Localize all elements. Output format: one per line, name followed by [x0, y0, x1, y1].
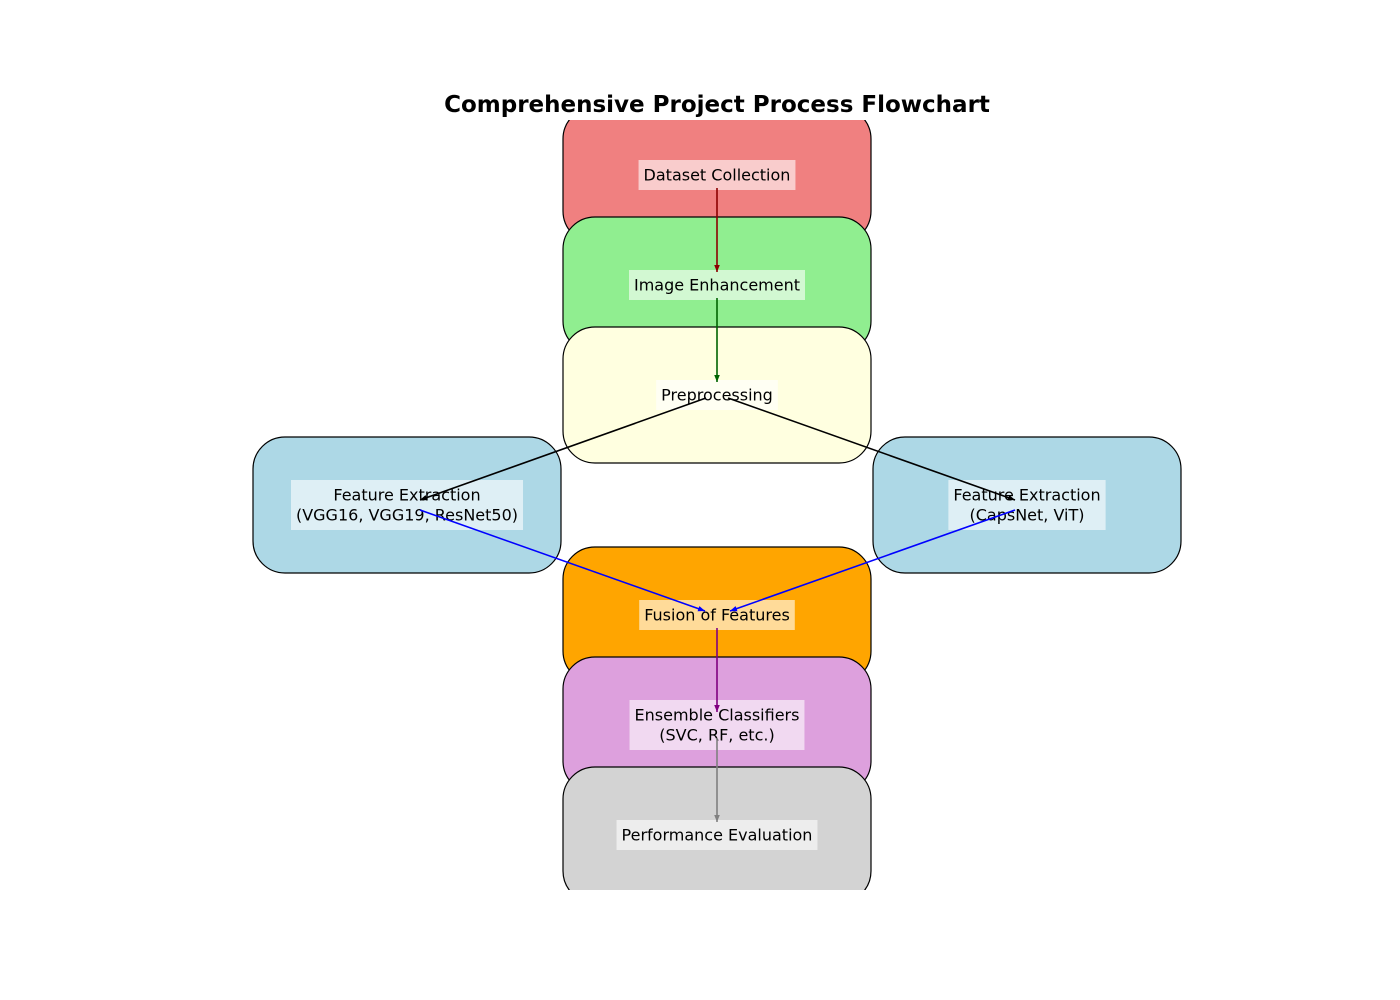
node-label-line: Fusion of Features: [644, 606, 790, 625]
node-label-enhance: Image Enhancement: [628, 270, 806, 300]
edge-feat-right-to-fusion: [729, 509, 1016, 612]
node-label-evaluation: Performance Evaluation: [616, 820, 818, 850]
node-label-preprocess: Preprocessing: [656, 380, 778, 410]
node-label-feat-right: Feature Extraction(CapsNet, ViT): [948, 480, 1106, 530]
label-background: [639, 600, 795, 630]
node-label-line: Feature Extraction: [953, 486, 1100, 505]
node-label-line: (CapsNet, ViT): [969, 506, 1084, 525]
node-label-line: (SVC, RF, etc.): [659, 726, 774, 745]
node-label-fusion: Fusion of Features: [639, 600, 795, 630]
node-label-line: Feature Extraction: [333, 486, 480, 505]
edge-feat-left-to-fusion: [419, 509, 706, 612]
label-background: [638, 160, 796, 190]
node-label-line: (VGG16, VGG19, ResNet50): [296, 506, 518, 525]
diagram-title: Comprehensive Project Process Flowchart: [444, 92, 990, 118]
label-background: [656, 380, 778, 410]
node-label-line: Performance Evaluation: [622, 826, 813, 845]
edges: [419, 188, 1016, 822]
label-background: [616, 820, 818, 850]
edge-preprocess-to-feat-right: [727, 397, 1016, 501]
node-label-line: Image Enhancement: [634, 276, 800, 295]
node-label-dataset: Dataset Collection: [638, 160, 796, 190]
node-label-line: Ensemble Classifiers: [635, 706, 800, 725]
node-label-line: Dataset Collection: [644, 166, 791, 185]
node-label-feat-left: Feature Extraction(VGG16, VGG19, ResNet5…: [290, 480, 524, 530]
label-background: [628, 270, 806, 300]
label-background: [948, 480, 1106, 530]
label-background: [290, 480, 524, 530]
edge-preprocess-to-feat-left: [419, 397, 707, 501]
node-boxes: [252, 120, 1182, 890]
node-label-line: Preprocessing: [661, 386, 773, 405]
